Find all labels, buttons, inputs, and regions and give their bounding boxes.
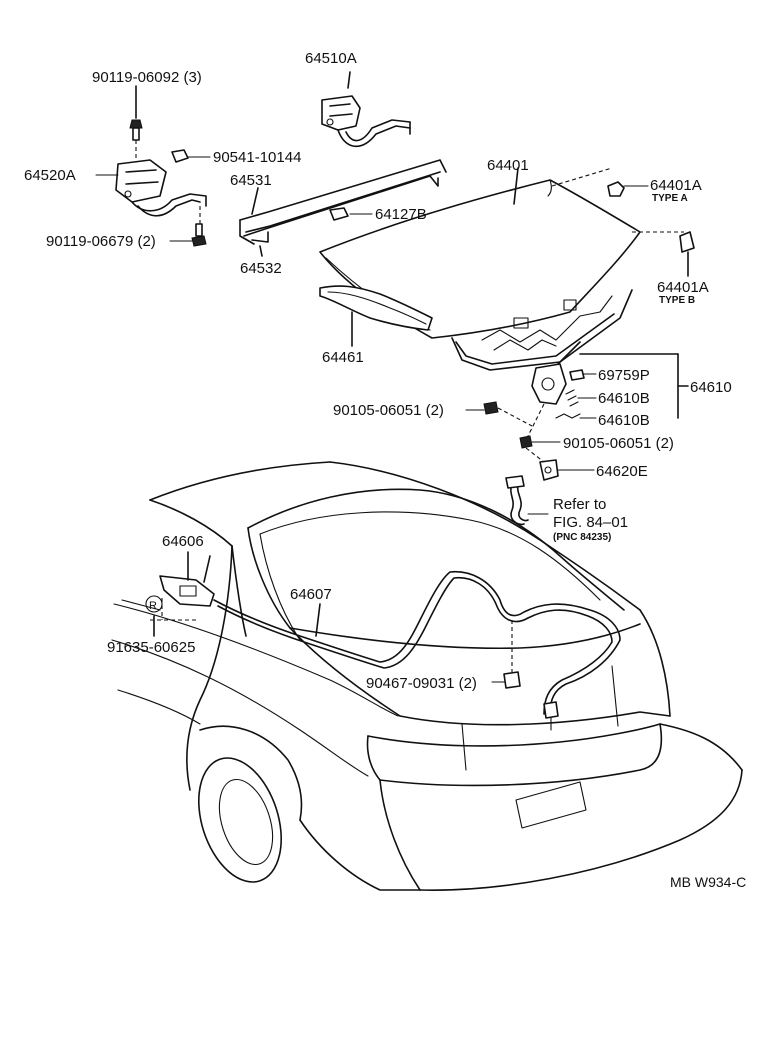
lock-assembly-64610 [465,341,689,449]
weatherstrip-64461 [319,285,433,347]
label-circle-r: R [149,600,157,612]
label-64461: 64461 [322,349,364,366]
label-90467-09031: 90467-09031 (2) [366,675,477,692]
label-type-b: TYPE B [659,295,695,306]
label-90119-06679: 90119-06679 (2) [46,233,156,250]
label-64610: 64610 [690,379,732,396]
label-refer-to: Refer to [553,496,606,513]
label-64401: 64401 [487,157,529,174]
trunk-lid-64401 [319,167,695,371]
label-64520A: 64520A [24,167,76,184]
label-64620E: 64620E [596,463,648,480]
striker-64620E [505,447,595,526]
label-64532: 64532 [240,260,282,277]
label-fig-84-01: FIG. 84–01 [553,514,628,531]
label-mb-w934-c: MB W934-C [670,874,746,890]
label-90119-06092: 90119-06092 (3) [92,69,202,86]
release-cable-64607 [213,570,621,731]
car-body [111,461,743,891]
hinge-64510A [321,71,411,148]
label-pnc-84235: (PNC 84235) [553,532,611,543]
label-90105-06051-left: 90105-06051 (2) [333,402,444,419]
label-64127B: 64127B [375,206,427,223]
torsion-rods [239,159,447,257]
label-type-a: TYPE A [652,193,688,204]
label-64531: 64531 [230,172,272,189]
label-64606: 64606 [162,533,204,550]
label-64401A-type-b: 64401A [657,279,709,296]
label-90541-10144: 90541-10144 [213,149,301,166]
label-64401A-type-a: 64401A [650,177,702,194]
hinge-64520A [115,85,211,247]
part-labels: 90119-06092 (3) 64510A 64520A 90541-1014… [24,50,746,890]
label-64610B-2: 64610B [598,412,650,429]
label-90105-06051-right: 90105-06051 (2) [563,435,674,452]
lid-opener-64606 [145,551,215,637]
label-64610B-1: 64610B [598,390,650,407]
label-91635-60625: 91635-60625 [107,639,195,656]
label-64607: 64607 [290,586,332,603]
label-64510A: 64510A [305,50,357,67]
label-69759P: 69759P [598,367,650,384]
